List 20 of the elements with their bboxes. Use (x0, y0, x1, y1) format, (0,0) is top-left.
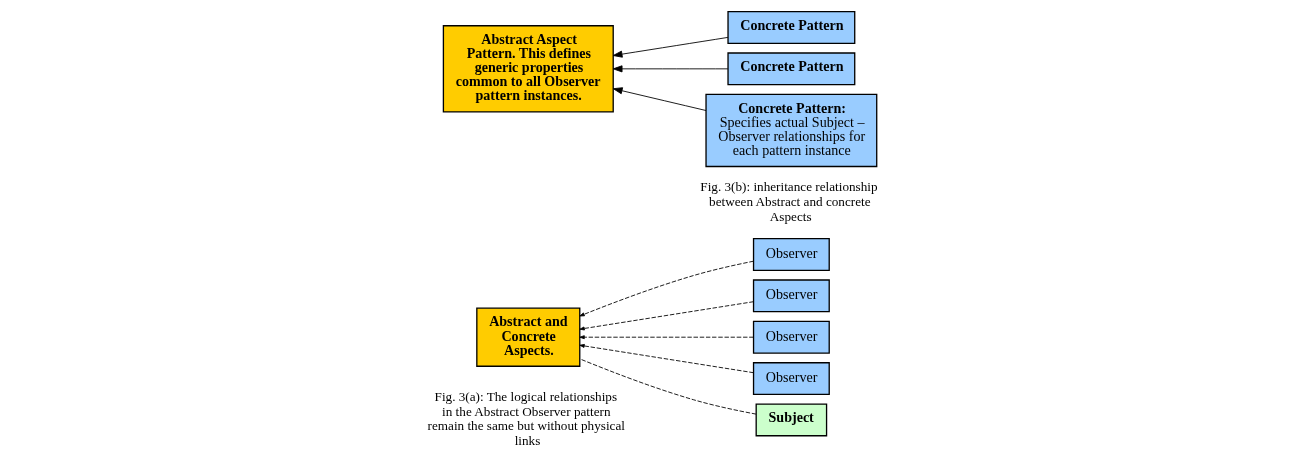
label: Fig. 3(a): The logical relationships in the Abstract Observer pattern remain the same but without physical links (427, 388, 625, 449)
node-box: Observer (752, 320, 830, 354)
node-box: Concrete Pattern: Specifies actual Subject – Observer relationships for each pattern instance (704, 93, 877, 168)
arrow (578, 301, 754, 331)
arrow (612, 36, 728, 58)
connector (578, 358, 756, 415)
node-box: Abstract and Concrete Aspects. (475, 307, 580, 367)
arrow (578, 335, 754, 340)
arrow (578, 260, 754, 317)
node-box: Abstract Aspect Pattern. This defines generic properties common to all Observer pattern instances. (442, 25, 614, 113)
node-box: Observer (752, 279, 830, 313)
arrow (612, 65, 728, 73)
arrow (578, 343, 754, 374)
label: Fig. 3(b): inheritance relationship between Abstract and concrete Aspects (699, 178, 878, 224)
node-box: Concrete Pattern (726, 11, 855, 44)
node-box: Subject (755, 403, 827, 437)
node-box: Observer (752, 238, 830, 271)
node-box: Concrete Pattern (726, 52, 855, 86)
arrow (612, 87, 706, 111)
node-box: Observer (752, 362, 830, 396)
